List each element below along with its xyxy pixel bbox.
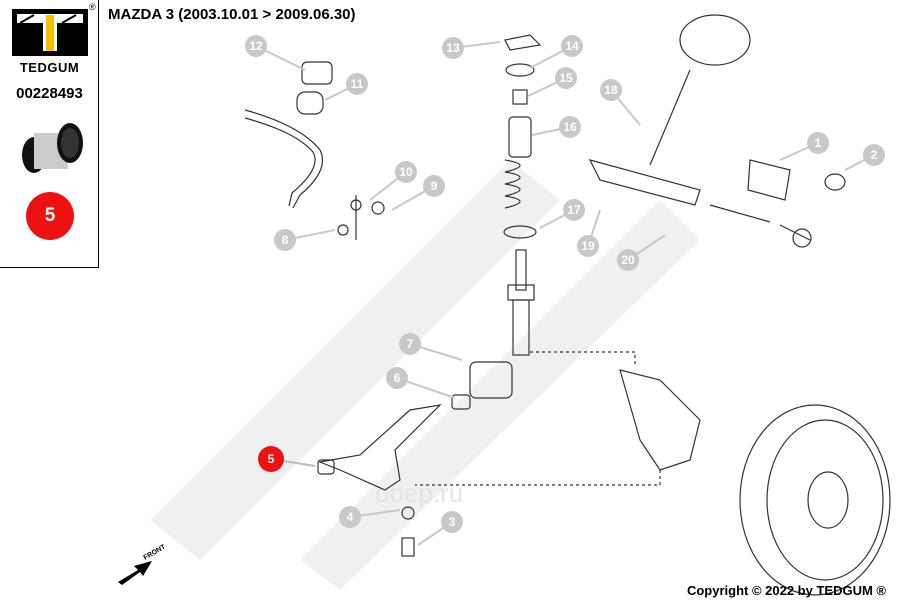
- callout-number: 12: [249, 39, 263, 53]
- callout-circle: [555, 67, 577, 89]
- callout-number: 16: [563, 120, 577, 134]
- callout-number: 6: [394, 371, 401, 385]
- callout-19[interactable]: 19: [577, 209, 601, 257]
- callout-16[interactable]: 16: [531, 116, 581, 138]
- callout-17[interactable]: 17: [539, 199, 585, 229]
- front-arrow: FRONT: [118, 543, 168, 585]
- callout-number: 9: [431, 179, 438, 193]
- callout-circle: [395, 161, 417, 183]
- callout-circle: [339, 506, 361, 528]
- callout-number: 17: [567, 203, 581, 217]
- part-photo: [22, 123, 83, 173]
- callout-number: 3: [449, 515, 456, 529]
- front-label: FRONT: [143, 543, 168, 561]
- callout-circle: [423, 175, 445, 197]
- callout-15[interactable]: 15: [527, 67, 577, 97]
- callout-number: 14: [565, 39, 579, 53]
- callout-7[interactable]: 7: [399, 333, 463, 361]
- callout-number: 7: [407, 337, 414, 351]
- callout-3[interactable]: 3: [417, 511, 463, 546]
- callout-circle: [399, 333, 421, 355]
- callout-circle: [274, 229, 296, 251]
- callout-number: 15: [559, 71, 573, 85]
- bracket-12: [301, 61, 333, 85]
- callout-number: 11: [351, 77, 364, 91]
- callout-number: 4: [347, 510, 354, 524]
- callout-12[interactable]: 12: [245, 35, 306, 71]
- callout-number: 13: [446, 41, 460, 55]
- callout-circle: [563, 199, 585, 221]
- callout-number: 2: [871, 148, 878, 162]
- callout-2[interactable]: 2: [844, 144, 885, 171]
- copyright: Copyright © 2022 by TEDGUM ®: [686, 583, 886, 598]
- vehicle-title: MAZDA 3 (2003.10.01 > 2009.06.30): [108, 6, 356, 23]
- callout-number: 20: [621, 253, 635, 267]
- bushing-11: [296, 91, 324, 115]
- callout-10[interactable]: 10: [369, 161, 417, 201]
- lower-control-arm: [317, 404, 442, 491]
- callout-14[interactable]: 14: [529, 35, 583, 69]
- callout-circle: [577, 235, 599, 257]
- callout-number: 18: [604, 83, 618, 97]
- callout-circle: [561, 35, 583, 57]
- callout-circle: [386, 367, 408, 389]
- tedgum-watermark: [150, 160, 700, 590]
- callout-8[interactable]: 8: [274, 229, 336, 251]
- selected-part-badge: 5: [26, 192, 74, 240]
- callout-circle: [441, 511, 463, 533]
- bushing-5: [317, 459, 335, 475]
- brand-name: TEDGUM: [19, 60, 80, 75]
- callout-number: 10: [399, 165, 413, 179]
- callout-circle: [245, 35, 267, 57]
- boot-1: [747, 159, 791, 201]
- callout-circle: [559, 116, 581, 138]
- site-watermark: ooep.ru: [375, 478, 463, 508]
- callout-5[interactable]: 5: [258, 446, 316, 472]
- callout-9[interactable]: 9: [391, 175, 445, 211]
- callout-circle: [600, 79, 622, 101]
- tedgum-logo-icon: [12, 9, 88, 56]
- callout-number: 8: [282, 233, 289, 247]
- callout-11[interactable]: 11: [324, 73, 368, 101]
- callout-4[interactable]: 4: [339, 506, 401, 528]
- callout-circle: [442, 37, 464, 59]
- callout-number: 19: [581, 239, 595, 253]
- strut-mount-13: [504, 34, 542, 51]
- callout-18[interactable]: 18: [600, 79, 641, 126]
- callout-6[interactable]: 6: [386, 367, 456, 399]
- callout-1[interactable]: 1: [779, 132, 829, 161]
- callout-number: 5: [268, 452, 275, 466]
- registered-mark: ®: [89, 2, 96, 12]
- callout-circle: [258, 446, 284, 472]
- callout-circle: [807, 132, 829, 154]
- callout-number: 1: [815, 136, 822, 150]
- part-drawings: [244, 14, 891, 596]
- callout-circle: [617, 249, 639, 271]
- callout-circle: [346, 73, 368, 95]
- wheel: [739, 404, 891, 596]
- part-info-panel: ® TEDGUM 00228493 5: [0, 0, 99, 268]
- stabilizer-bar: [244, 109, 324, 209]
- callout-13[interactable]: 13: [442, 37, 501, 59]
- steering-knuckle: [619, 369, 701, 471]
- callout-20[interactable]: 20: [617, 234, 666, 271]
- callout-circle: [863, 144, 885, 166]
- part-number: 00228493: [16, 85, 83, 102]
